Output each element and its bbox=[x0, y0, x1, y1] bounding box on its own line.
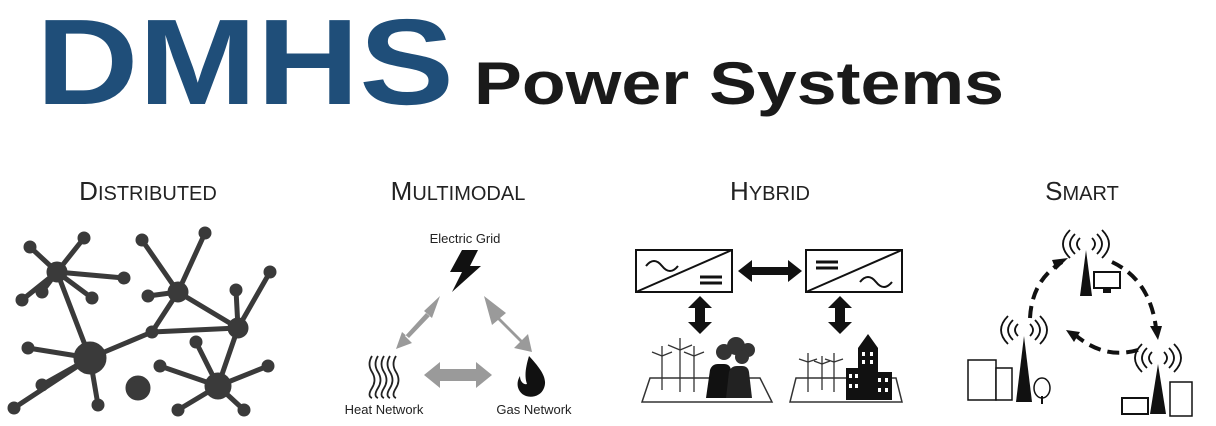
heading-hybrid: HYBRID bbox=[730, 176, 810, 206]
arrow-converters bbox=[738, 260, 802, 282]
network-graph-icon bbox=[7, 226, 277, 417]
label-gas-network: Gas Network bbox=[496, 402, 572, 417]
arrow-heat-gas bbox=[424, 362, 492, 388]
radio-tower-icon bbox=[1062, 229, 1121, 296]
arrow-converter-left bbox=[688, 296, 712, 334]
label-electric-grid: Electric Grid bbox=[430, 231, 501, 246]
logo-brand: DMHS bbox=[36, 0, 454, 130]
logo-subtitle: Power Systems bbox=[474, 50, 1004, 117]
arrow-grid-heat bbox=[396, 296, 440, 349]
ac-dc-converter-icon bbox=[635, 249, 733, 293]
radio-tower-icon bbox=[967, 315, 1051, 404]
dashed-arrow-heads bbox=[1052, 258, 1162, 342]
heading-distributed: DISTRIBUTED bbox=[79, 176, 217, 206]
heading-smart: SMART bbox=[1045, 176, 1119, 206]
lightning-bolt-icon bbox=[450, 250, 481, 292]
label-heat-network: Heat Network bbox=[345, 402, 424, 417]
arrow-grid-gas bbox=[484, 296, 532, 352]
heading-multimodal: MULTIMODAL bbox=[391, 176, 526, 206]
power-plant-icon bbox=[640, 337, 774, 403]
arrow-converter-right bbox=[828, 296, 852, 334]
flame-icon bbox=[517, 356, 546, 397]
city-buildings-icon bbox=[789, 334, 903, 403]
radio-tower-icon bbox=[1121, 343, 1193, 417]
heat-waves-icon bbox=[368, 355, 400, 399]
dc-ac-converter-icon bbox=[805, 249, 903, 293]
